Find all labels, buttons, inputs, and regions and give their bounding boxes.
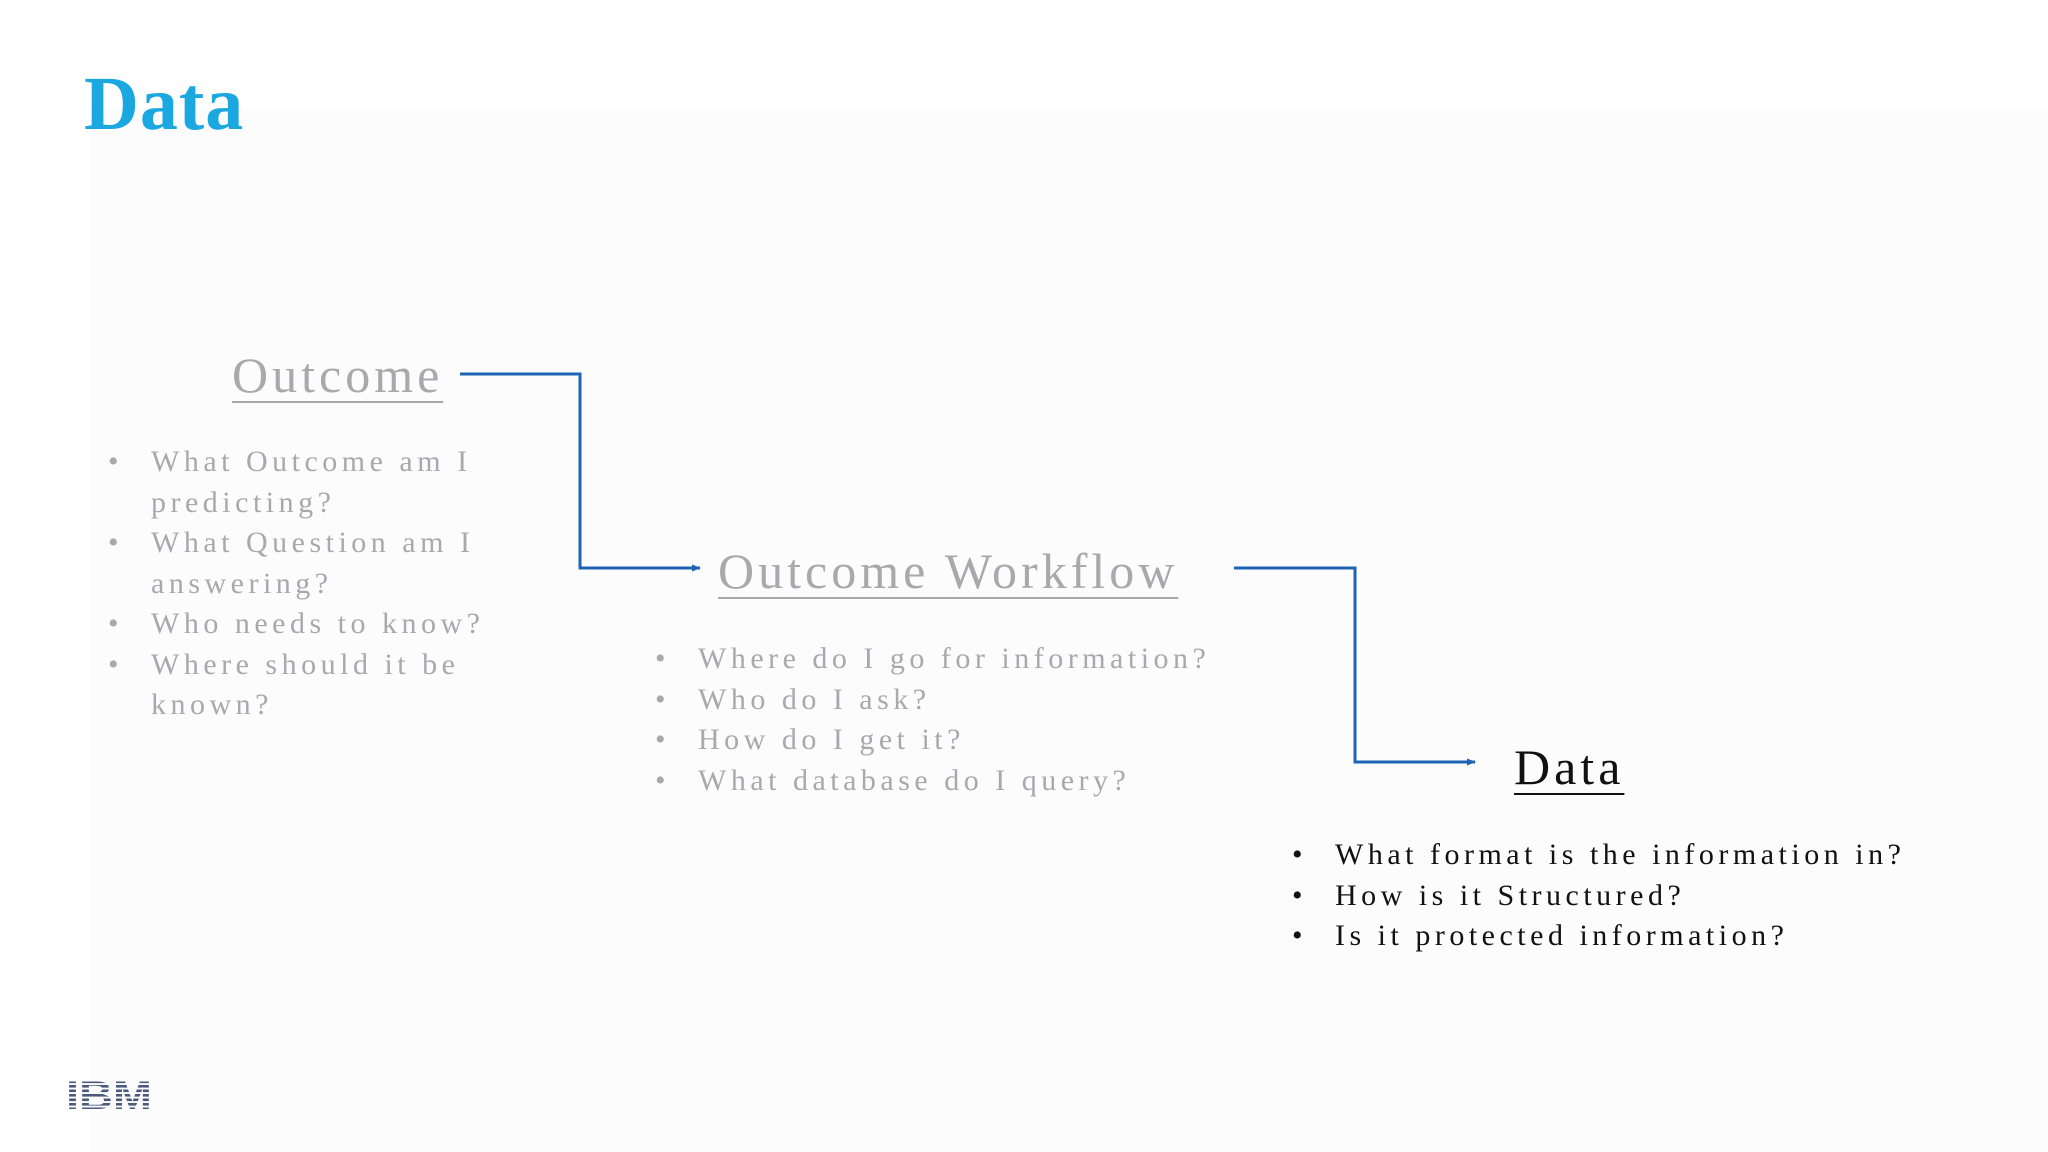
list-item: Is it protected information?	[1292, 916, 2032, 957]
list-item: How do I get it?	[655, 720, 1415, 761]
list-item: Where do I go for information?	[655, 639, 1415, 680]
stage-list-outcome: What Outcome am I predicting? What Quest…	[108, 442, 538, 726]
list-item: What Outcome am I predicting?	[108, 442, 538, 523]
stage-heading-outcome-workflow: Outcome Workflow	[718, 543, 1179, 599]
stage-heading-outcome: Outcome	[232, 347, 444, 403]
stage-heading-data: Data	[1514, 739, 1625, 795]
list-item: Where should it be known?	[108, 645, 538, 726]
list-item: Who do I ask?	[655, 680, 1415, 721]
connector-workflow-to-data	[1234, 566, 1476, 766]
ibm-logo-text: IBM	[66, 1076, 152, 1112]
list-item: Who needs to know?	[108, 604, 538, 645]
ibm-logo: IBM	[66, 1076, 152, 1112]
stage-list-data: What format is the information in? How i…	[1292, 835, 2032, 957]
list-item: How is it Structured?	[1292, 876, 2032, 917]
list-item: What Question am I answering?	[108, 523, 538, 604]
list-item: What database do I query?	[655, 761, 1415, 802]
slide-title: Data	[84, 62, 245, 146]
stage-list-outcome-workflow: Where do I go for information? Who do I …	[655, 639, 1415, 801]
list-item: What format is the information in?	[1292, 835, 2032, 876]
connector-outcome-to-workflow	[460, 372, 701, 572]
